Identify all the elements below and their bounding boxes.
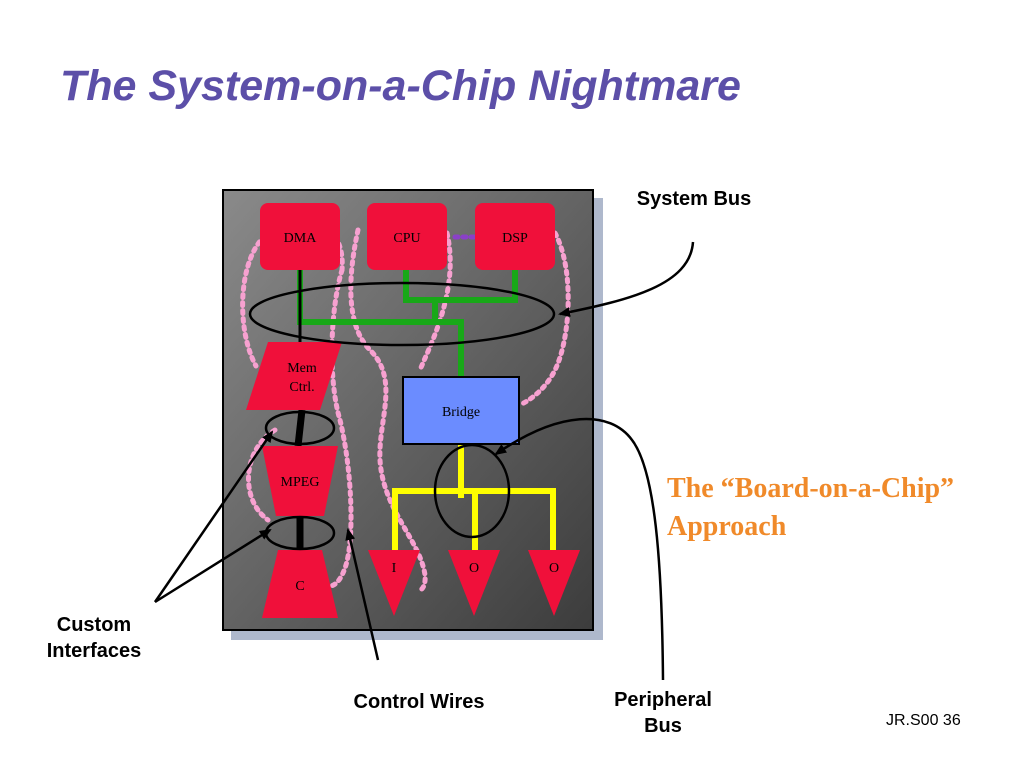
system-bus-label: System Bus	[636, 188, 752, 210]
approach-line-1: The “Board-on-a-Chip”	[667, 473, 955, 504]
cpu-block	[367, 203, 447, 270]
bridge-block	[402, 376, 520, 445]
dma-block	[260, 203, 340, 270]
peripheral-bus-label: Peripheral Bus	[614, 689, 712, 737]
system-bus-arrow	[558, 241, 695, 317]
io-o1-block	[448, 550, 500, 616]
bridge-label: Bridge	[442, 405, 480, 420]
io-o2-block	[528, 550, 580, 616]
dsp-label: DSP	[502, 231, 528, 246]
peripheral-bus-ellipse	[433, 443, 511, 539]
mem-ctrl-block	[246, 342, 342, 410]
system-bus-ellipse	[248, 281, 556, 347]
slide-title: The System-on-a-Chip Nightmare	[60, 62, 741, 110]
custom-interface-ellipse-top	[264, 410, 336, 446]
custom-interface-links	[294, 270, 306, 552]
dsp-block	[475, 203, 555, 270]
io-i-label: I	[392, 561, 397, 576]
mem-ctrl-label-1: Mem	[287, 361, 317, 376]
cpu-label: CPU	[393, 231, 420, 246]
control-wire-cpu	[417, 230, 453, 373]
c-label: C	[295, 579, 304, 594]
peripheral-bus-arrow	[494, 417, 665, 681]
board-on-a-chip-approach: The “Board-on-a-Chip” Approach	[667, 470, 954, 546]
io-i-block	[368, 550, 420, 616]
control-wire-dsp	[517, 230, 571, 408]
control-wire-c	[327, 267, 354, 589]
io-o2-label: O	[549, 561, 559, 576]
approach-line-2: Approach	[667, 511, 787, 542]
custom-interfaces-arrow-top	[153, 430, 274, 603]
io-o1-label: O	[469, 561, 479, 576]
callout-arrows	[153, 241, 695, 681]
control-wires-arrow	[345, 528, 380, 661]
mem-ctrl-label-2: Ctrl.	[289, 380, 314, 395]
custom-interfaces-arrow-bottom	[154, 528, 272, 604]
peripheral-bus	[392, 445, 556, 550]
c-block	[262, 550, 338, 618]
dma-label: DMA	[284, 231, 318, 246]
mpeg-label: MPEG	[281, 475, 320, 490]
mpeg-block	[262, 446, 338, 516]
control-wires-label: Control Wires	[353, 691, 485, 713]
slide-footer: JR.S00 36	[886, 712, 961, 729]
custom-interfaces-label: Custom Interfaces	[46, 614, 142, 662]
